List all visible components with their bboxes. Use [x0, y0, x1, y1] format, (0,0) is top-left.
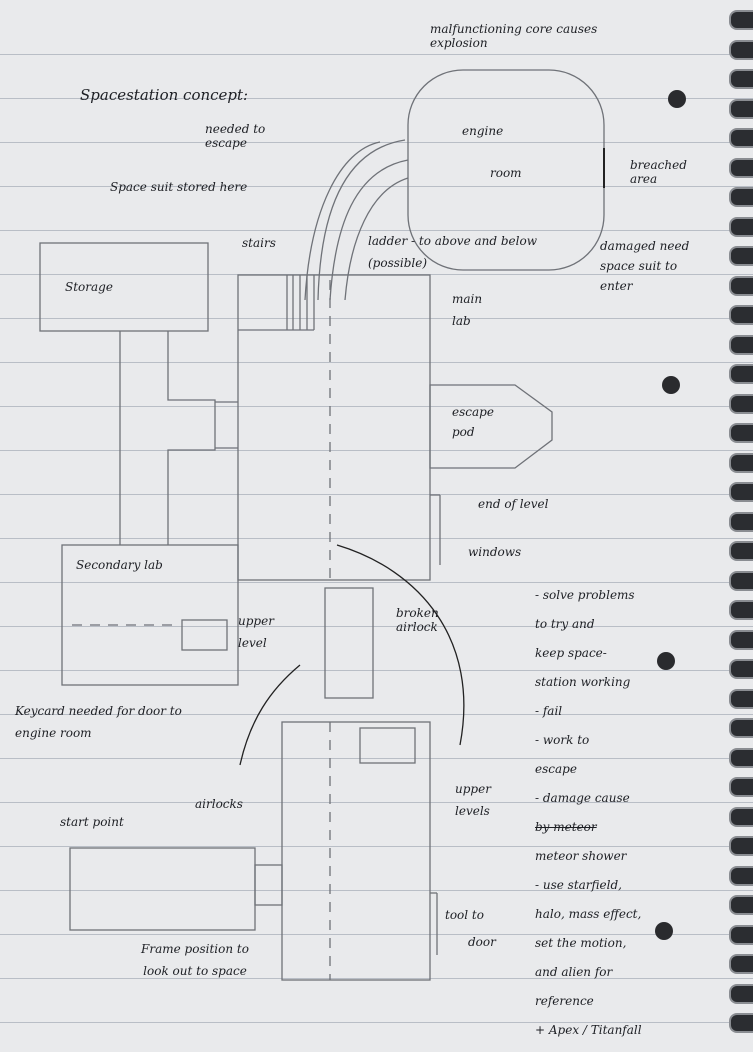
binding-ring	[729, 187, 753, 207]
binding-ring	[729, 69, 753, 89]
upper-level-label: upper level	[238, 614, 274, 650]
binding-ring	[729, 629, 753, 650]
note-line: - work to	[535, 733, 590, 747]
escape-pod-label: escape pod	[452, 405, 494, 439]
secondary-lab-label: Secondary lab	[76, 558, 163, 572]
windows-label: windows	[468, 545, 522, 559]
binding-ring	[729, 865, 753, 886]
binding-ring	[729, 600, 753, 620]
breached-area-label: breached area	[630, 158, 687, 186]
binding-ring	[729, 305, 753, 325]
binding-ring	[729, 924, 753, 945]
side-corridor	[119, 331, 238, 545]
binding-ring	[729, 806, 753, 827]
note-line: - damage cause	[535, 791, 630, 805]
binding-ring	[729, 659, 753, 679]
binding-ring	[729, 541, 753, 561]
broken-airlock-label: broken airlock	[396, 606, 439, 634]
binding-ring	[729, 511, 753, 532]
storage-room	[39, 242, 209, 332]
note-line: - use starfield,	[535, 878, 622, 892]
stairs-label: stairs	[242, 236, 276, 250]
arrow-curve	[336, 544, 465, 746]
binding-ring	[729, 10, 753, 30]
binding-ring	[729, 364, 753, 384]
binding-ring	[729, 275, 753, 296]
door-label: door	[468, 935, 496, 949]
tool-label: tool to	[445, 908, 484, 922]
binding-ring	[729, 452, 753, 473]
binding-ring	[729, 983, 753, 1004]
engine-annotation: malfunctioning core causes explosion	[430, 22, 598, 50]
upper-levels-room	[281, 721, 431, 981]
binding-ring	[729, 423, 753, 443]
note-line: - solve problems	[535, 588, 635, 602]
start-room	[69, 847, 256, 931]
note-line: by meteor	[535, 820, 597, 834]
escape-pod-shape	[429, 384, 553, 469]
space-suit-label: Space suit stored here	[110, 180, 248, 194]
binding-ring	[729, 246, 753, 266]
design-notes: - solve problems to try and keep space- …	[535, 588, 735, 1052]
note-line: meteor shower	[535, 849, 627, 863]
punch-hole	[655, 922, 673, 940]
page-title: Spacestation concept:	[80, 86, 249, 104]
binding-ring	[729, 128, 753, 148]
note-line: escape	[535, 762, 577, 776]
note-line: to try and	[535, 617, 595, 631]
note-line: reference	[535, 994, 594, 1008]
punch-hole	[662, 376, 680, 394]
note-line: keep space-	[535, 646, 607, 660]
binding-ring	[729, 718, 753, 738]
punch-hole	[657, 652, 675, 670]
damaged-label: damaged need space suit to enter	[600, 239, 690, 293]
punch-hole	[668, 90, 686, 108]
frame-position-label: Frame position to look out to space	[141, 942, 249, 978]
lined-notebook-page	[0, 0, 753, 1024]
engine-corridor	[304, 139, 409, 301]
binding-ring	[729, 570, 753, 591]
main-lab-room	[237, 274, 431, 581]
ladder-label: ladder - to above and below (possible)	[368, 234, 537, 270]
end-of-level-label: end of level	[478, 497, 549, 511]
secondary-lab-room	[61, 544, 239, 686]
upper-levels-label: upper levels	[455, 782, 491, 818]
binding-ring	[729, 393, 753, 414]
note-line: set the motion,	[535, 936, 627, 950]
broken-airlock	[324, 587, 374, 699]
note-line: and alien for	[535, 965, 613, 979]
binding-ring	[729, 954, 753, 974]
binding-ring	[729, 836, 753, 856]
engine-label: engine	[462, 124, 504, 138]
binding-ring	[729, 777, 753, 797]
needed-to-escape-label: needed to escape	[205, 122, 266, 150]
start-point-label: start point	[60, 815, 124, 829]
binding-ring	[729, 688, 753, 709]
main-lab-label: main lab	[452, 292, 483, 328]
binding-ring	[729, 157, 753, 178]
room-label: room	[490, 166, 522, 180]
note-line: - fail	[535, 704, 563, 718]
station-floorplan-sketch	[39, 69, 605, 981]
binding-ring	[729, 39, 753, 60]
note-line: + Apex / Titanfall	[535, 1023, 642, 1037]
note-line: station working	[535, 675, 631, 689]
start-airlock	[254, 864, 283, 906]
keycard-label: Keycard needed for door to engine room	[15, 704, 182, 740]
airlocks-label: airlocks	[195, 797, 243, 811]
binding-ring	[729, 895, 753, 915]
binding-ring	[729, 98, 753, 119]
storage-label: Storage	[65, 280, 113, 294]
note-line: halo, mass effect,	[535, 907, 642, 921]
binding-ring	[729, 216, 753, 237]
binding-ring	[729, 482, 753, 502]
binding-ring	[729, 334, 753, 355]
binding-ring	[729, 747, 753, 768]
